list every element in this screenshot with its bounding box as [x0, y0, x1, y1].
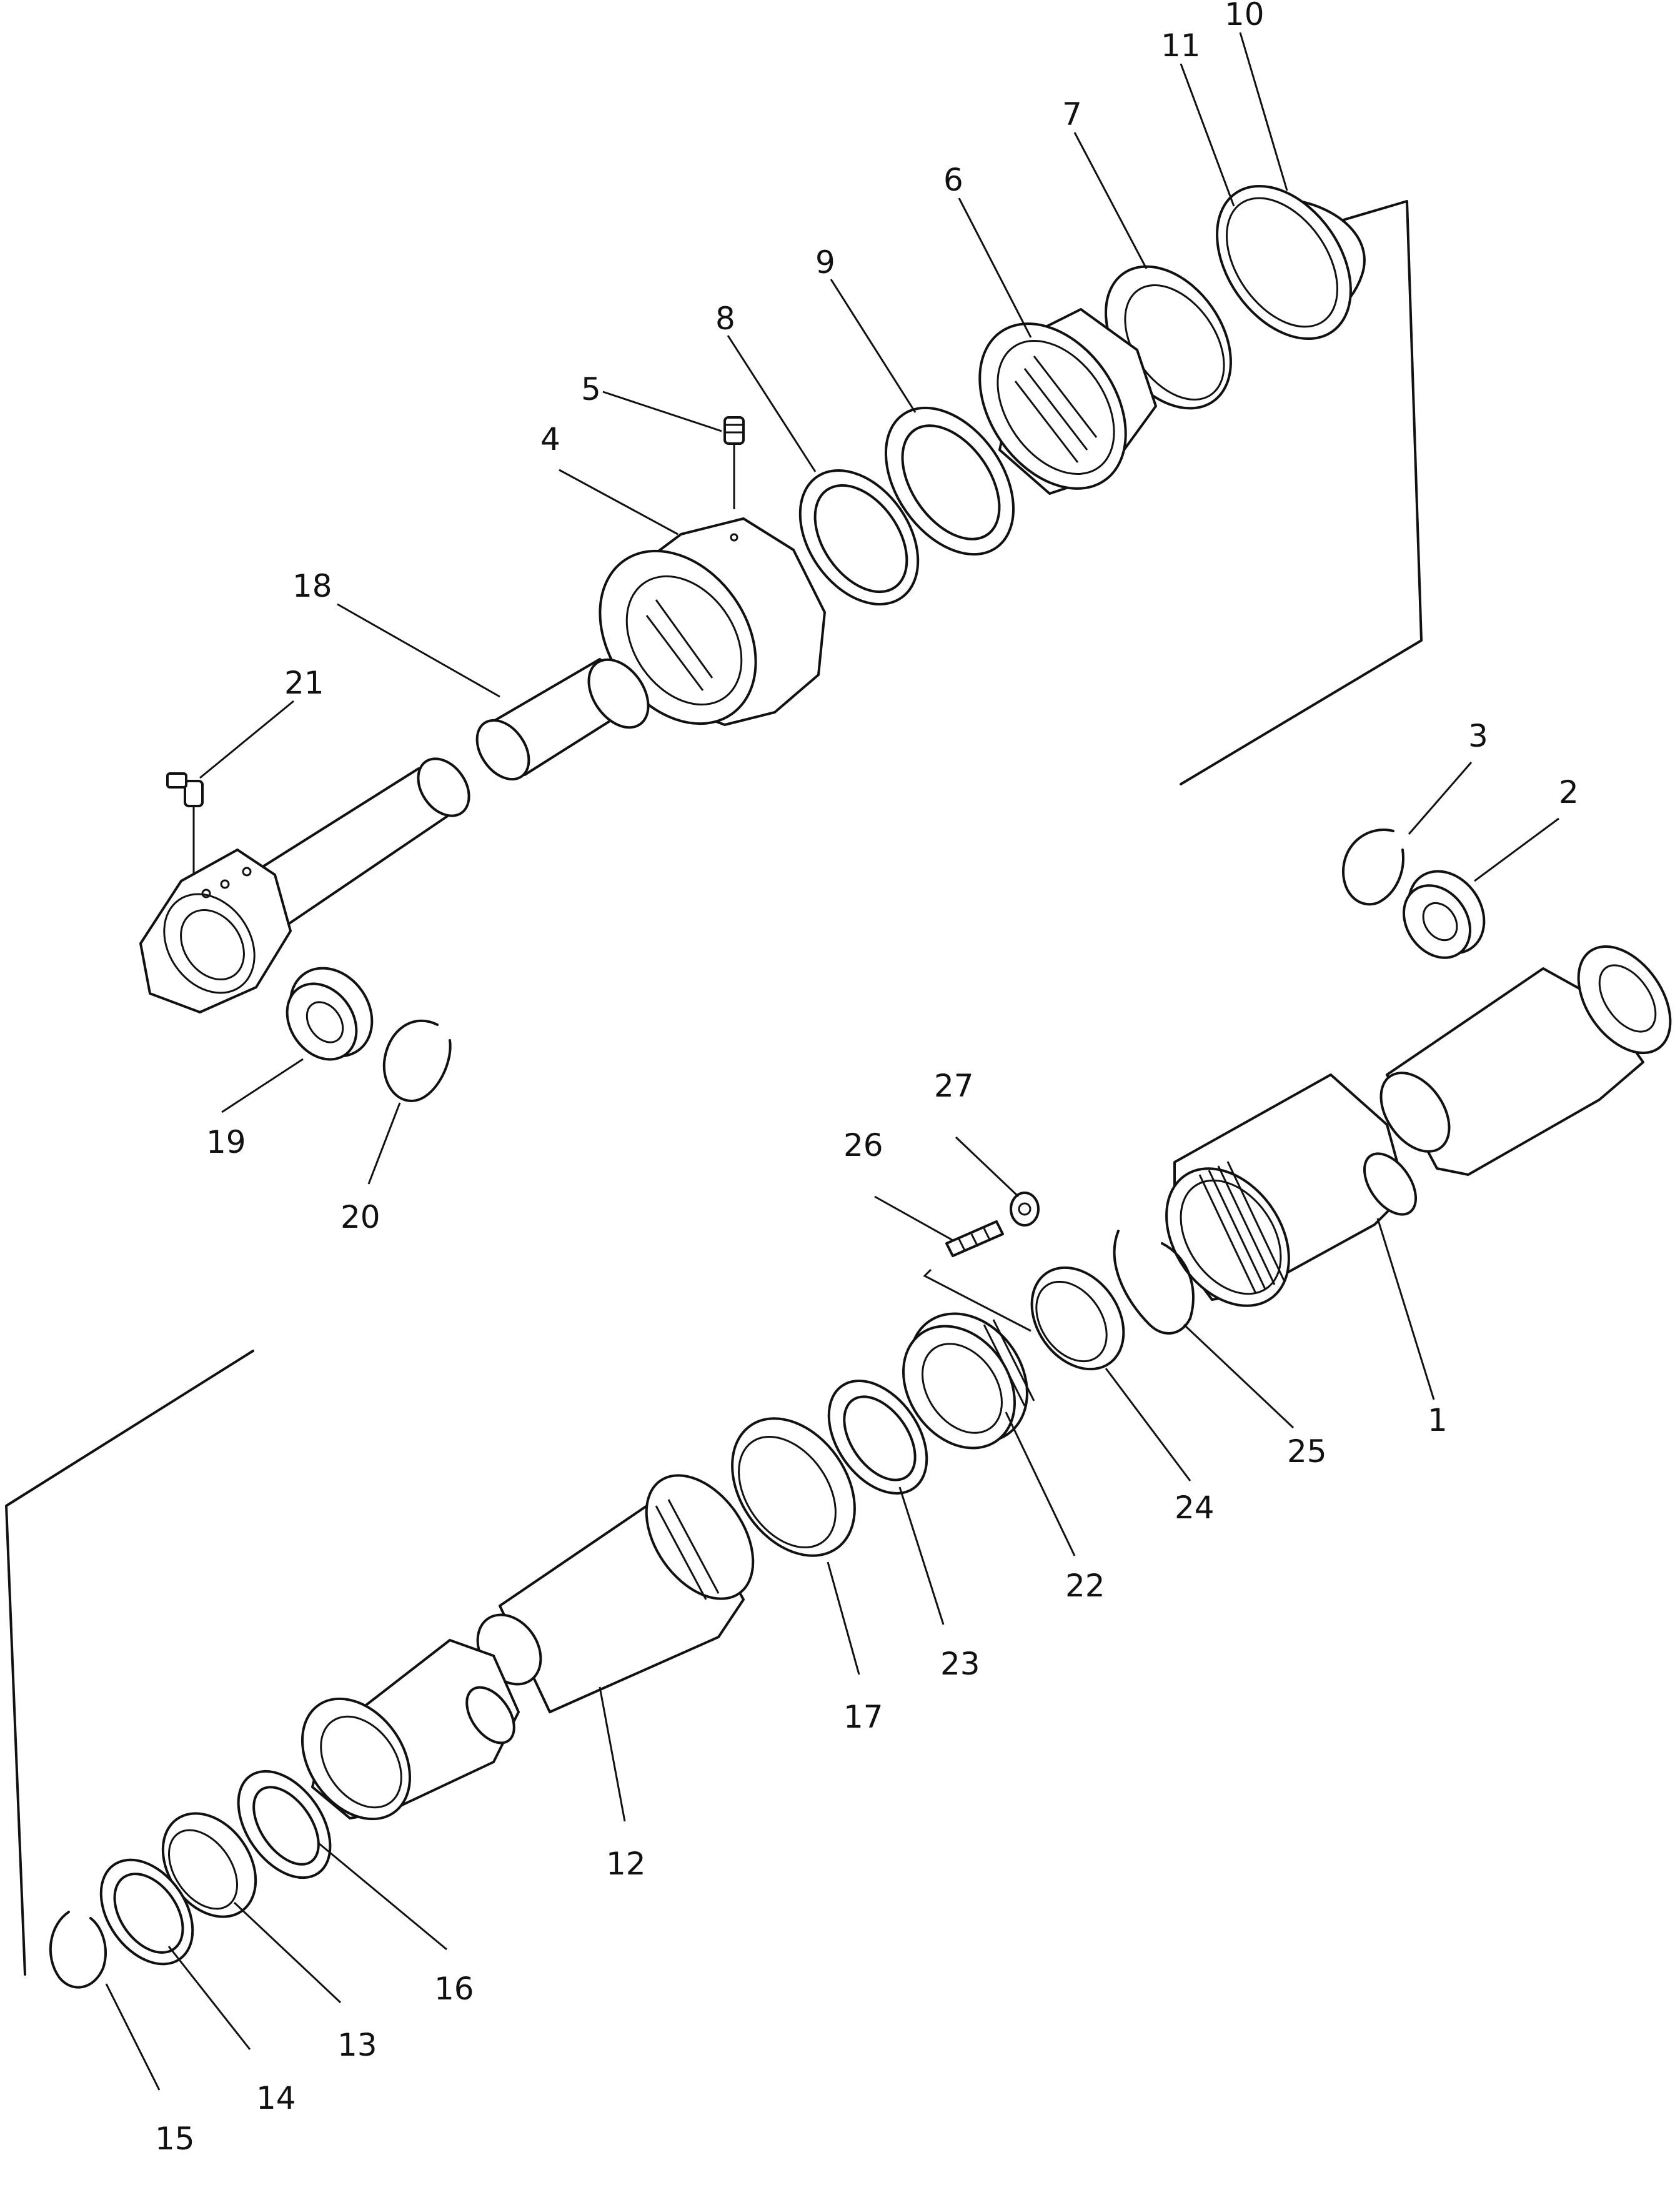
part-19-bearing	[286, 967, 374, 1061]
part-14-seal	[99, 1858, 194, 1966]
part-9-packing	[884, 406, 1015, 556]
upper-group-bracket	[1180, 200, 1423, 785]
part-11-ring	[1216, 184, 1352, 341]
part-12-rod	[476, 1474, 755, 1713]
callout-26: 26	[843, 1127, 883, 1163]
part-8-seal	[798, 469, 920, 605]
part-17-ring	[731, 1417, 856, 1557]
callout-18: 18	[292, 568, 332, 604]
callout-24: 24	[1175, 1490, 1215, 1526]
callout-16: 16	[434, 1971, 474, 2007]
part-25-snap-ring	[1113, 1230, 1195, 1335]
part-3-snap-ring	[1342, 829, 1404, 906]
set-screw-lead	[923, 1268, 1031, 1332]
piston-rod-upper	[249, 757, 470, 926]
callout-25: 25	[1287, 1433, 1327, 1470]
callout-20: 20	[340, 1199, 380, 1235]
part-22-piston	[902, 1312, 1035, 1450]
part-15-snap-ring	[49, 1911, 107, 1989]
callout-21: 21	[284, 665, 324, 701]
callout-27: 27	[934, 1068, 974, 1104]
callout-13: 13	[337, 2027, 377, 2063]
callout-7: 7	[1062, 96, 1082, 132]
callout-3: 3	[1468, 718, 1488, 754]
callout-4: 4	[540, 421, 560, 457]
part-1-tube	[1165, 1073, 1418, 1307]
part-16-wear-ring	[237, 1769, 332, 1879]
part-26-set-screw	[945, 1220, 1004, 1257]
part-2-bushing	[1402, 870, 1486, 959]
part-5-plug	[723, 416, 745, 509]
part-18-bushing	[475, 658, 650, 781]
callouts: 10 11 7 6 9 8 5 4 18 21 19 20 3 2 27 26 …	[155, 0, 1579, 2157]
leader-lines	[105, 32, 1559, 2091]
part-27-nut	[1010, 1192, 1040, 1227]
part-24-ring	[1030, 1266, 1125, 1371]
cylinder-tube	[1379, 945, 1672, 1176]
part-21-grease-fitting	[166, 772, 204, 875]
part-6-gland	[978, 308, 1157, 495]
callout-15: 15	[155, 2121, 195, 2157]
callout-8: 8	[715, 301, 735, 337]
lower-sleeve	[301, 1639, 520, 1821]
callout-6: 6	[943, 162, 963, 198]
callout-1: 1	[1428, 1402, 1448, 1438]
part-23-wear-ring	[827, 1379, 928, 1495]
lower-group-bracket	[5, 1350, 254, 1976]
callout-9: 9	[815, 244, 835, 281]
part-4-cylinder-head	[599, 517, 826, 726]
callout-23: 23	[940, 1646, 980, 1682]
callout-14: 14	[256, 2080, 296, 2116]
callout-2: 2	[1559, 774, 1579, 810]
rod-eye	[139, 849, 292, 1013]
callout-5: 5	[581, 371, 601, 407]
callout-12: 12	[606, 1846, 646, 1882]
part-20-snap-ring	[382, 1019, 452, 1102]
callout-10: 10	[1225, 0, 1265, 32]
callout-17: 17	[843, 1699, 883, 1735]
callout-22: 22	[1065, 1568, 1105, 1604]
callout-11: 11	[1161, 27, 1201, 64]
callout-19: 19	[206, 1124, 246, 1160]
